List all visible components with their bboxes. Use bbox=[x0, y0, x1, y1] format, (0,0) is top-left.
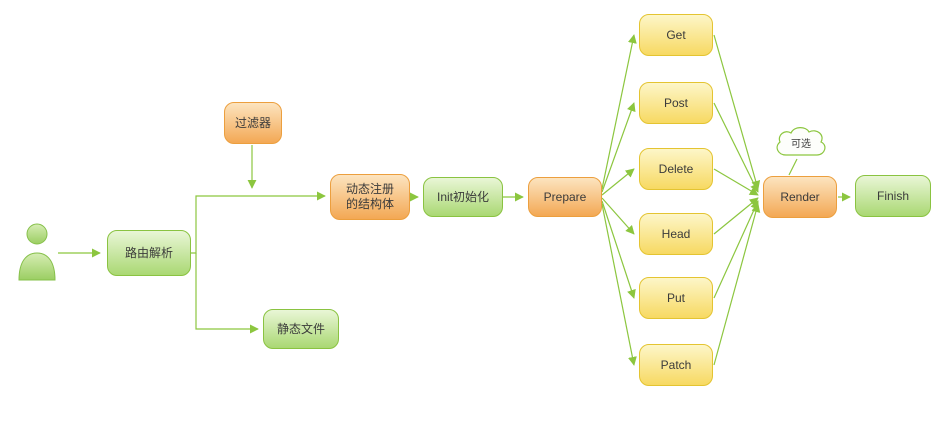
cloud-optional: 可选 bbox=[770, 125, 834, 163]
node-init: Init初始化 bbox=[423, 177, 503, 217]
node-dynamic-struct-line1: 动态注册 bbox=[345, 182, 394, 196]
node-method-get: Get bbox=[639, 14, 713, 56]
node-prepare: Prepare bbox=[528, 177, 602, 217]
node-method-get-label: Get bbox=[666, 27, 686, 42]
node-route-parse: 路由解析 bbox=[107, 230, 191, 276]
user-actor-icon bbox=[14, 222, 60, 282]
node-init-label: Init初始化 bbox=[436, 189, 489, 204]
cloud-optional-label: 可选 bbox=[791, 137, 811, 150]
node-render-label: Render bbox=[780, 189, 820, 204]
node-finish-label: Finish bbox=[876, 188, 909, 203]
node-route-parse-label: 路由解析 bbox=[124, 245, 173, 260]
node-static-files-label: 静态文件 bbox=[276, 321, 325, 336]
node-method-post-label: Post bbox=[663, 95, 688, 110]
node-method-post: Post bbox=[639, 82, 713, 124]
node-method-put: Put bbox=[639, 277, 713, 319]
node-method-patch: Patch bbox=[639, 344, 713, 386]
node-render: Render bbox=[763, 176, 837, 218]
node-filter-label: 过滤器 bbox=[234, 115, 271, 130]
node-prepare-label: Prepare bbox=[543, 189, 587, 204]
node-method-head-label: Head bbox=[661, 226, 691, 241]
node-finish: Finish bbox=[855, 175, 931, 217]
node-dynamic-struct-line2: 的结构体 bbox=[345, 197, 394, 211]
node-static-files: 静态文件 bbox=[263, 309, 339, 349]
node-method-head: Head bbox=[639, 213, 713, 255]
node-method-patch-label: Patch bbox=[660, 357, 692, 372]
node-method-delete: Delete bbox=[639, 148, 713, 190]
node-method-delete-label: Delete bbox=[658, 161, 694, 176]
node-filter: 过滤器 bbox=[224, 102, 282, 144]
node-dynamic-struct: 动态注册 的结构体 bbox=[330, 174, 410, 220]
node-method-put-label: Put bbox=[666, 290, 685, 305]
